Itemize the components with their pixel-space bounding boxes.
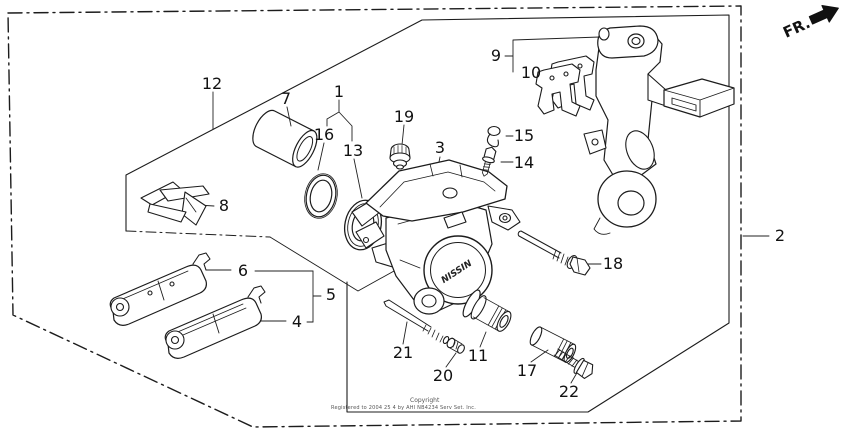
- part-19-bleeder-cap: [389, 143, 411, 170]
- copyright-line-1: Copyright: [410, 397, 440, 404]
- fr-direction-arrow: FR.: [780, 5, 839, 42]
- callout-11: 11: [467, 346, 489, 365]
- part-15-clip: [486, 125, 501, 148]
- callout-15: 15: [513, 126, 535, 145]
- callout-4: 4: [291, 312, 303, 331]
- callout-21: 21: [392, 343, 414, 362]
- callout-13: 13: [342, 141, 364, 160]
- callout-20: 20: [432, 366, 454, 385]
- part-16-piston-seal: [304, 173, 338, 219]
- fr-label: FR.: [780, 14, 813, 42]
- callout-19: 19: [393, 107, 415, 126]
- part-22-flange-bolt: [553, 348, 594, 379]
- part-6-brake-pad: [109, 252, 211, 326]
- figure-border: [7, 5, 742, 428]
- callout-2: 2: [774, 226, 786, 245]
- part-20-sleeve-nut: [446, 337, 465, 354]
- part-8-pad-spring: [140, 181, 210, 226]
- callout-9: 9: [490, 46, 502, 65]
- callout-5: 5: [325, 285, 337, 304]
- part-2-bracket-arm: [583, 25, 735, 235]
- callout-1: 1: [333, 82, 345, 101]
- callout-10: 10: [520, 63, 542, 82]
- callout-8: 8: [218, 196, 230, 215]
- part-11-collar: [462, 289, 512, 332]
- arrow-icon: [808, 5, 839, 25]
- callout-22: 22: [558, 382, 580, 401]
- copyright-line-2: Registered to 2004 25 4 by AHI NB4234 Se…: [331, 405, 477, 411]
- part-10-pad-retainer: [535, 55, 595, 117]
- callout-3: 3: [434, 138, 446, 157]
- callout-14: 14: [513, 153, 535, 172]
- callout-18: 18: [602, 254, 624, 273]
- callout-16: 16: [313, 125, 335, 144]
- callout-7: 7: [280, 89, 292, 108]
- part-14-bleed-screw: [482, 146, 497, 177]
- callout-17: 17: [516, 361, 538, 380]
- part-3-caliper-body: NISSIN: [351, 159, 521, 315]
- part-4-brake-pad: [164, 285, 266, 359]
- callout-6: 6: [237, 261, 249, 280]
- part-17-sleeve: [529, 326, 577, 363]
- part-7-piston: [252, 109, 318, 168]
- part-18-pin-bolt: [517, 230, 591, 276]
- callout-12: 12: [201, 74, 223, 93]
